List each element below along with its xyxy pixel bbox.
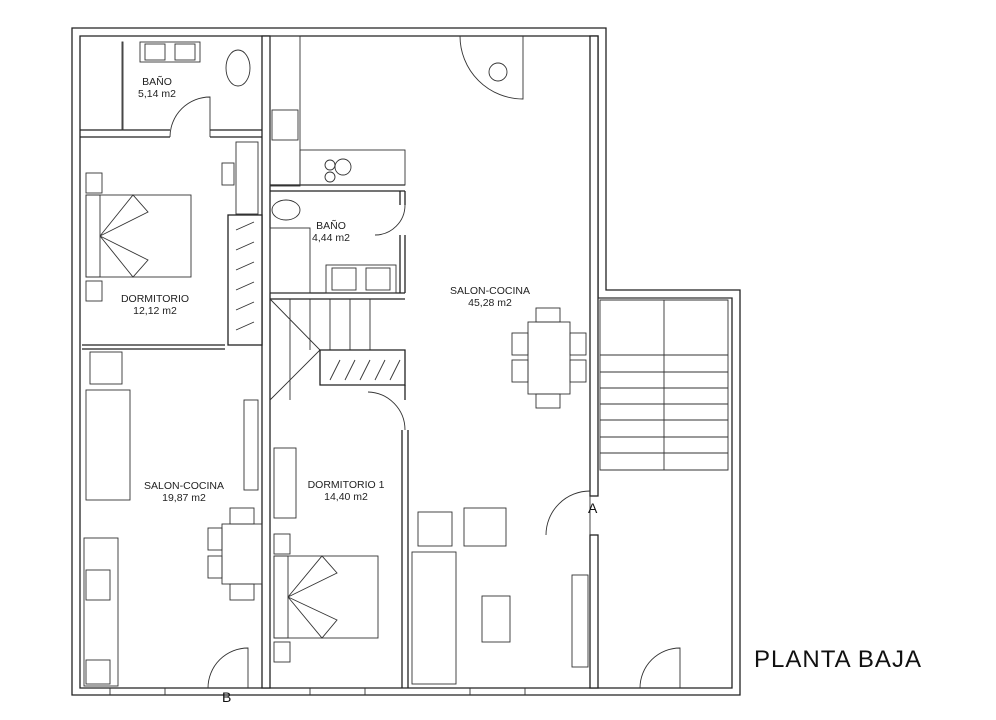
- room-area: 14,40 m2: [324, 491, 368, 503]
- room-name: SALON-COCINA: [450, 285, 530, 297]
- room-area: 4,44 m2: [312, 232, 350, 244]
- room-name: SALON-COCINA: [144, 480, 224, 492]
- walls: [71, 27, 741, 696]
- room-name: BAÑO: [316, 219, 346, 232]
- furniture: [83, 35, 589, 687]
- room-labels: BAÑO 5,14 m2 DORMITORIO 12,12 m2 SALON-C…: [121, 75, 922, 705]
- entrance-marker-b: B: [222, 689, 231, 705]
- room-name: DORMITORIO 1: [308, 479, 385, 491]
- room-name: DORMITORIO: [121, 293, 189, 305]
- room-area: 19,87 m2: [162, 492, 206, 504]
- room-area: 5,14 m2: [138, 88, 176, 100]
- plan-title: PLANTA BAJA: [754, 646, 922, 673]
- doors: [169, 35, 681, 689]
- room-area: 12,12 m2: [133, 305, 177, 317]
- room-area: 45,28 m2: [468, 297, 512, 309]
- entrance-marker-a: A: [588, 500, 598, 516]
- room-name: BAÑO: [142, 75, 172, 88]
